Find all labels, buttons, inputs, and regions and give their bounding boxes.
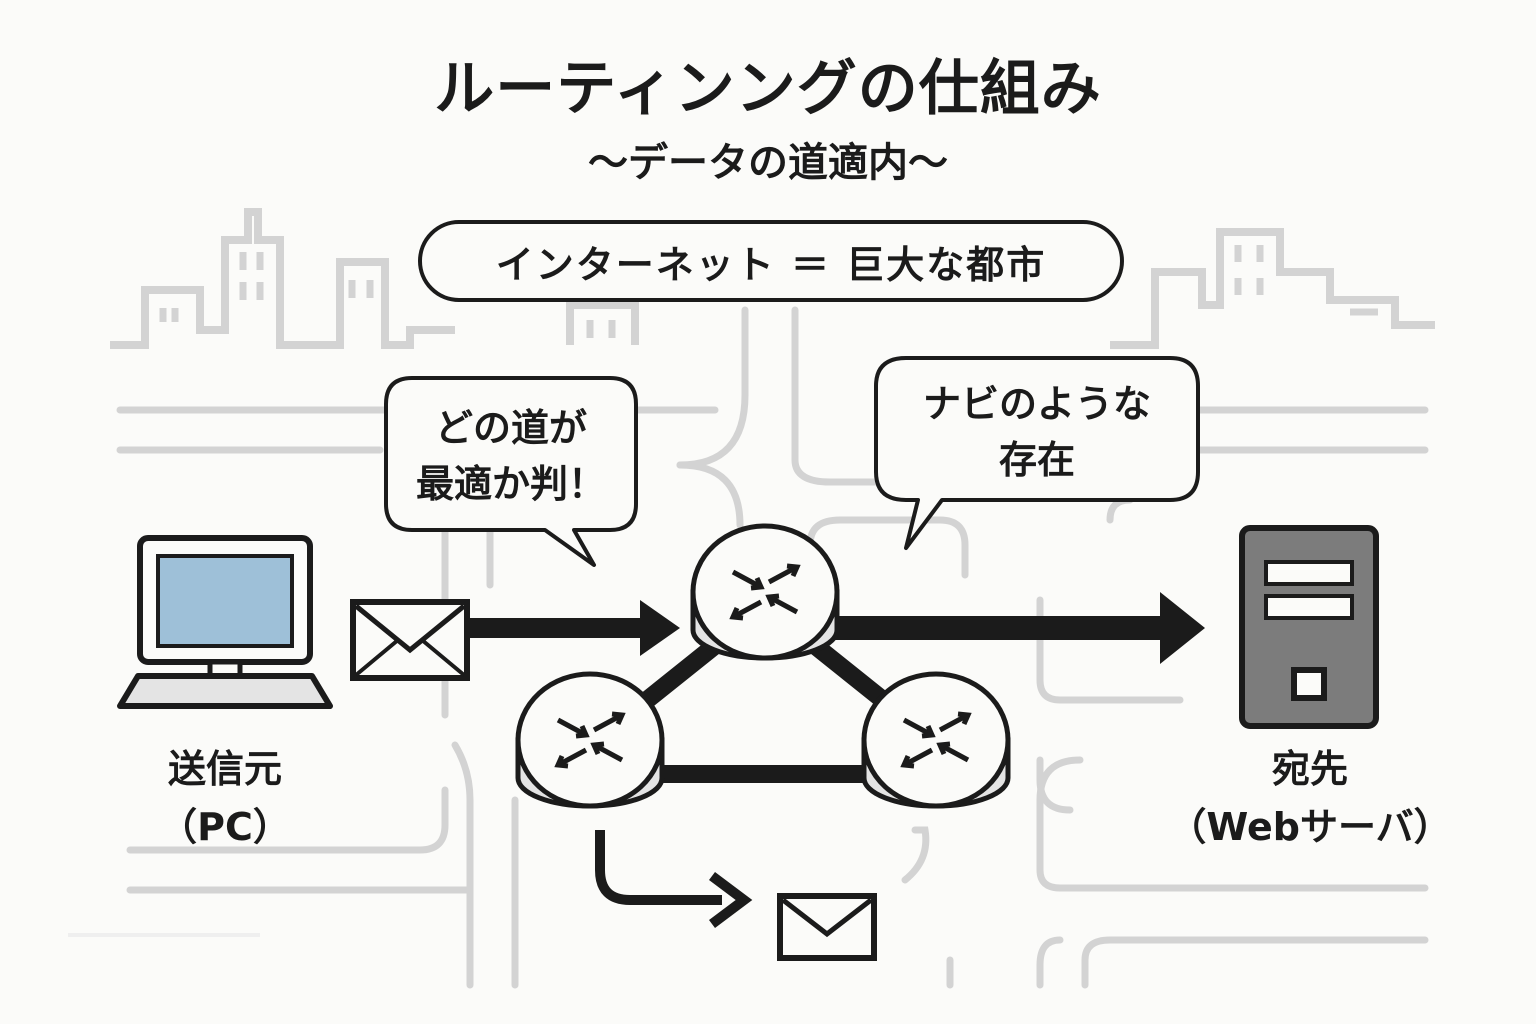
city-roads [116, 306, 1429, 989]
router-icon [861, 671, 1011, 809]
envelope-icon [350, 599, 470, 681]
router-icon [515, 671, 665, 809]
internet-city-banner: インターネット ＝ 巨大な都市 [418, 220, 1124, 302]
city-skyline-left [110, 208, 455, 349]
speech-bubble-right [874, 356, 1200, 550]
city-skyline-center [566, 301, 639, 345]
sender-label-line1: 送信元 [167, 747, 282, 791]
sender-label: 送信元 （PC） [120, 740, 330, 856]
pc-icon [117, 535, 333, 709]
reroute-arrowhead [709, 872, 753, 928]
speech-bubble-right-text: ナビのような 存在 [880, 376, 1194, 488]
destination-label-line2: （Webサーバ） [1168, 805, 1452, 849]
speech-bubble-right-line2: 存在 [998, 438, 1075, 482]
page-subtitle: 〜データの道適内〜 [588, 140, 948, 186]
sender-label-line2: （PC） [159, 805, 291, 849]
server-icon [1239, 525, 1379, 729]
speech-bubble-left [384, 376, 638, 567]
page-title: ルーティンングの仕組み [434, 54, 1102, 124]
speech-bubble-left-text: どの道が 最適か判！ [390, 400, 632, 512]
speech-bubble-right-line1: ナビのような [922, 382, 1151, 426]
destination-label-line1: 宛先 [1271, 747, 1348, 791]
router-icon [690, 523, 840, 661]
speech-bubble-left-line1: どの道が [434, 406, 587, 450]
arrow-pc-to-router-head [640, 600, 680, 656]
speech-bubble-left-line2: 最適か判！ [415, 462, 606, 506]
reroute-arrow [595, 830, 722, 905]
arrow-router-to-server-head [1160, 592, 1205, 664]
destination-label: 宛先 （Webサーバ） [1150, 740, 1470, 856]
envelope-icon [777, 893, 877, 961]
city-skyline-right [1110, 228, 1435, 349]
